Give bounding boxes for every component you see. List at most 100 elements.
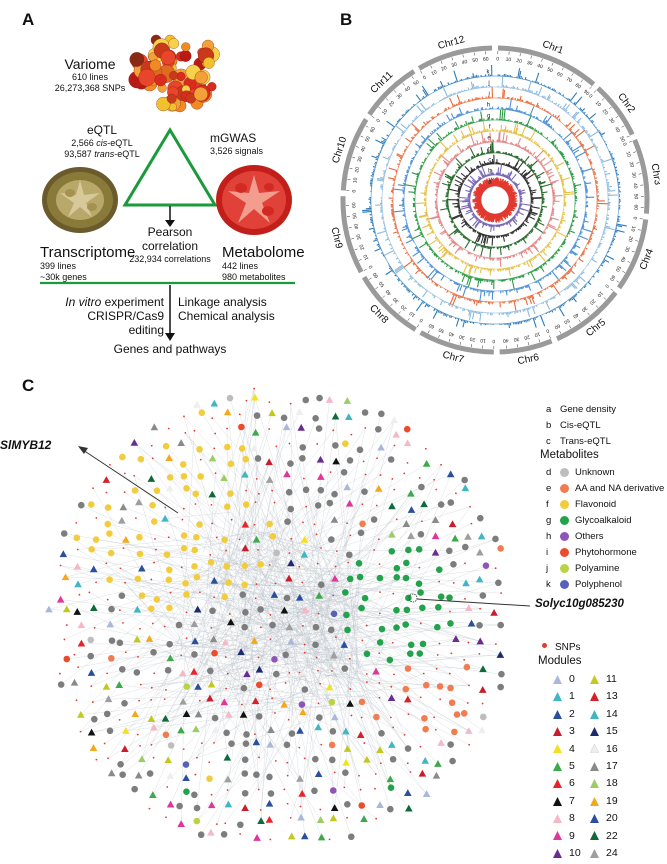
track-bar bbox=[465, 160, 468, 163]
track-bar bbox=[565, 272, 569, 275]
track-bar bbox=[432, 309, 439, 319]
chromosome-tick-label: 40 bbox=[572, 311, 580, 319]
track-bar bbox=[453, 242, 456, 245]
track-bar bbox=[440, 275, 445, 281]
track-bar bbox=[518, 207, 525, 211]
track-bar bbox=[555, 251, 558, 255]
track-bar bbox=[540, 290, 542, 294]
track-bar bbox=[527, 101, 530, 104]
track-bar bbox=[415, 268, 421, 275]
track-bar bbox=[473, 108, 476, 112]
track-bar bbox=[411, 123, 421, 132]
track-bar bbox=[468, 264, 473, 274]
chromosome-tick-label: 30 bbox=[623, 245, 631, 253]
metabolome-block: Metabolome 442 lines 980 metabolites bbox=[222, 244, 322, 283]
track-bar bbox=[561, 103, 567, 110]
track-bar bbox=[464, 136, 466, 138]
track-bar bbox=[376, 230, 387, 235]
track-bar bbox=[417, 267, 420, 270]
track-bar bbox=[544, 96, 546, 99]
track-bar bbox=[532, 103, 534, 106]
transcriptome-block: Transcriptome 399 lines ~30k genes bbox=[40, 244, 150, 283]
track-bar bbox=[547, 110, 549, 113]
track-bar bbox=[466, 238, 469, 241]
track-bar bbox=[403, 149, 406, 152]
track-bar bbox=[445, 231, 448, 234]
track-bar bbox=[537, 218, 542, 222]
track-bar bbox=[589, 237, 593, 240]
track-bar bbox=[519, 192, 526, 195]
track-bar bbox=[529, 271, 531, 274]
chromosome-tick-label: 60 bbox=[553, 322, 561, 330]
track-bar bbox=[532, 270, 534, 273]
track-bar bbox=[376, 177, 384, 181]
chromosome-tick-label: 0 bbox=[603, 283, 610, 289]
track-bar bbox=[436, 127, 439, 130]
track-bar bbox=[571, 175, 575, 178]
track-bar bbox=[453, 128, 456, 131]
chromosome-tick-label: 30 bbox=[356, 233, 363, 240]
track-bar bbox=[459, 231, 461, 234]
track-bar bbox=[582, 111, 584, 113]
track-bar bbox=[466, 237, 468, 240]
track-bar bbox=[471, 265, 474, 269]
track-bar bbox=[426, 261, 429, 264]
track-bar bbox=[568, 124, 576, 131]
track-bar bbox=[581, 144, 585, 148]
track-bar bbox=[426, 142, 434, 150]
track-bar bbox=[569, 170, 572, 173]
track-bar bbox=[484, 162, 487, 166]
track-bar bbox=[471, 156, 474, 159]
track-bar bbox=[546, 171, 553, 176]
chromosome-tick-label: 40 bbox=[613, 126, 621, 134]
track-bar bbox=[438, 155, 442, 158]
track-bar bbox=[518, 276, 520, 279]
track-bar bbox=[533, 128, 537, 131]
track-bar bbox=[531, 228, 534, 231]
track-bar bbox=[520, 158, 523, 162]
track-bar bbox=[514, 242, 517, 245]
track-bar bbox=[549, 241, 552, 245]
track-bar bbox=[527, 296, 529, 300]
variome-block: Variome 610 lines 26,273,368 SNPs bbox=[40, 56, 140, 94]
track-bar bbox=[561, 153, 565, 157]
track-bar bbox=[462, 308, 464, 311]
track-bar bbox=[592, 171, 596, 173]
track-bar bbox=[571, 266, 574, 268]
track-bar bbox=[461, 124, 463, 128]
track-bar bbox=[587, 242, 590, 245]
chromosome-tick-label: 40 bbox=[503, 337, 509, 343]
track-bar bbox=[423, 159, 426, 162]
track-bar bbox=[546, 300, 549, 303]
chromosome-tick bbox=[601, 98, 605, 101]
track-bar bbox=[368, 227, 375, 230]
track-bar bbox=[457, 169, 459, 171]
track-bar bbox=[539, 315, 546, 327]
track-bar bbox=[441, 260, 444, 263]
track-bar bbox=[540, 163, 543, 166]
track-bar bbox=[566, 142, 570, 145]
track-bar bbox=[519, 158, 522, 161]
track-bar bbox=[457, 246, 462, 251]
track-bar bbox=[518, 287, 520, 290]
track-bar bbox=[372, 166, 376, 168]
track-bar bbox=[400, 134, 403, 137]
track-bar bbox=[544, 119, 548, 125]
track-bar bbox=[573, 245, 577, 248]
track-bar bbox=[480, 152, 483, 156]
track-bar bbox=[575, 241, 578, 243]
track-bar bbox=[558, 92, 561, 94]
track-bar bbox=[534, 72, 540, 83]
chromosome-tick bbox=[402, 82, 405, 86]
track-bar bbox=[604, 226, 615, 231]
pearson-arrow-head bbox=[165, 220, 175, 227]
chromosome-tick-label: 0 bbox=[368, 264, 375, 269]
track-bar bbox=[429, 168, 433, 172]
track-bar bbox=[448, 265, 450, 267]
chromosome-tick-label: 50 bbox=[563, 317, 571, 325]
track-bar bbox=[476, 231, 479, 234]
track-bar bbox=[543, 248, 546, 251]
track-bar bbox=[549, 218, 553, 221]
track-bar bbox=[416, 266, 418, 268]
track-bar bbox=[446, 232, 448, 235]
